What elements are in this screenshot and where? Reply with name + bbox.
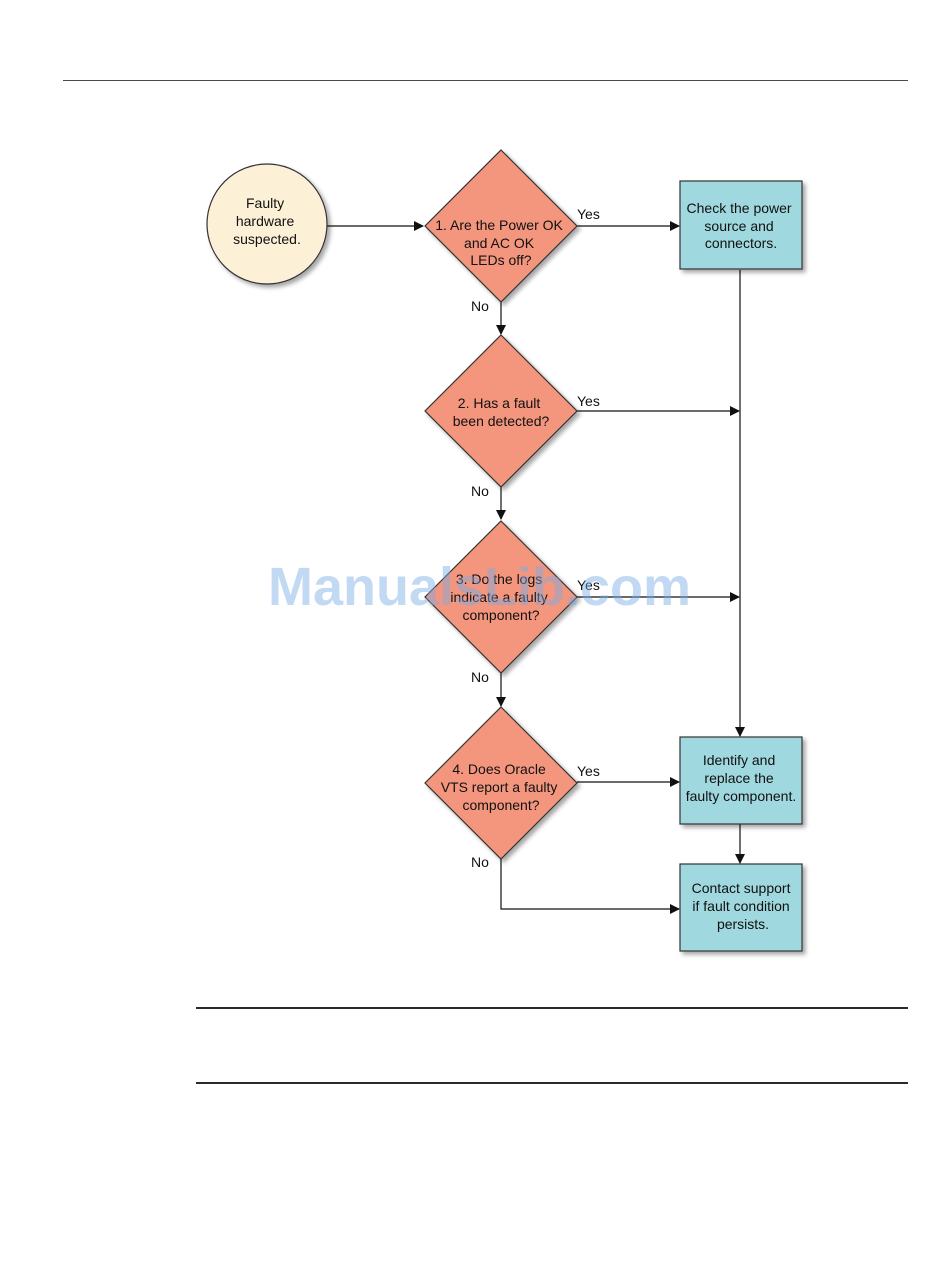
q3-yes-label: Yes [577, 577, 600, 593]
decision-4-line-1: 4. Does Oracle [452, 761, 546, 777]
decision-1: 1. Are the Power OK and AC OK LEDs off? [424, 149, 578, 303]
process-identify-replace: Identify and replace the faulty componen… [679, 736, 803, 825]
start-node: Faulty hardware suspected. [206, 163, 328, 285]
start-line-1: Faulty [246, 195, 284, 211]
check-power-line-2: source and [704, 218, 773, 234]
svg-text:1. Are the Power OK and: 1. Are the Power OK and AC OK LEDs off? [435, 217, 567, 268]
process-check-power: Check the power source and connectors. [679, 180, 803, 270]
contact-line-1: Contact support [692, 880, 791, 896]
decision-3-line-2: indicate a faulty [450, 589, 547, 605]
q1-no-label: No [471, 298, 489, 314]
identify-line-2: replace the [704, 770, 773, 786]
decision-2: 2. Has a fault been detected? [424, 334, 578, 488]
svg-text:3. Do the logs indicate: 3. Do the logs indicate a faulty compone… [450, 571, 551, 623]
q3-no-label: No [471, 669, 489, 685]
svg-text:Identify and replace the: Identify and replace the faulty componen… [686, 752, 797, 804]
q1-yes-label: Yes [577, 206, 600, 222]
connectors [327, 221, 745, 914]
identify-line-1: Identify and [703, 752, 775, 768]
process-contact-support: Contact support if fault condition persi… [679, 863, 803, 952]
svg-text:4. Does Oracle VTS repor: 4. Does Oracle VTS report a faulty compo… [441, 761, 562, 813]
contact-line-3: persists. [717, 916, 769, 932]
svg-text:2. Has a fault been dete: 2. Has a fault been detected? [453, 395, 550, 429]
check-power-line-3: connectors. [705, 235, 777, 251]
contact-line-2: if fault condition [692, 898, 789, 914]
start-line-3: suspected. [233, 231, 301, 247]
decision-4: 4. Does Oracle VTS report a faulty compo… [424, 706, 578, 860]
q2-no-label: No [471, 483, 489, 499]
decision-2-line-2: been detected? [453, 413, 550, 429]
section-rule-top [196, 1007, 908, 1009]
decision-4-line-3: component? [462, 797, 539, 813]
decision-4-line-2: VTS report a faulty [441, 779, 558, 795]
decision-1-line-1: 1. Are the Power OK [435, 217, 563, 233]
svg-text:Faulty hardware su: Faulty hardware suspected. [233, 195, 301, 247]
q2-yes-label: Yes [577, 393, 600, 409]
edge-labels: Yes No Yes No Yes No Yes No [471, 206, 600, 870]
decision-1-line-3: LEDs off? [470, 252, 531, 268]
start-line-2: hardware [236, 213, 295, 229]
decision-2-line-1: 2. Has a fault [458, 395, 541, 411]
q4-yes-label: Yes [577, 763, 600, 779]
svg-text:Check the power source a: Check the power source and connectors. [687, 200, 796, 251]
q4-no-label: No [471, 854, 489, 870]
decision-1-line-2: and AC OK [464, 235, 535, 251]
svg-text:Contact support if fault: Contact support if fault condition persi… [692, 880, 795, 932]
edge-q4-no-to-contact [500, 859, 680, 914]
decision-3-line-3: component? [462, 607, 539, 623]
decision-3-line-1: 3. Do the logs [456, 571, 542, 587]
header-rule [63, 80, 908, 81]
check-power-line-1: Check the power [687, 200, 792, 216]
identify-line-3: faulty component. [686, 788, 797, 804]
section-rule-bottom [196, 1082, 908, 1084]
decision-3: 3. Do the logs indicate a faulty compone… [424, 520, 578, 674]
